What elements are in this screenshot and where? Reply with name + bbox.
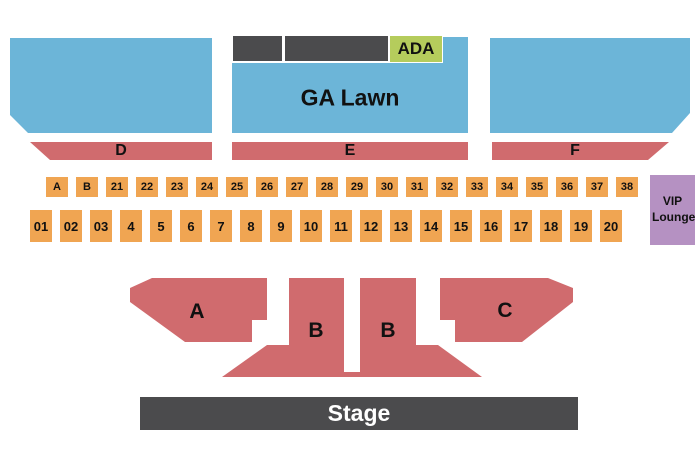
seat-box-28[interactable]: 28: [316, 177, 338, 197]
seat-box-B[interactable]: B: [76, 177, 98, 197]
seat-box-24[interactable]: 24: [196, 177, 218, 197]
seat-box-31[interactable]: 31: [406, 177, 428, 197]
seat-box-9[interactable]: 9: [270, 210, 292, 242]
seat-box-22[interactable]: 22: [136, 177, 158, 197]
seat-box-20[interactable]: 20: [600, 210, 622, 242]
seat-box-10[interactable]: 10: [300, 210, 322, 242]
seat-box-29[interactable]: 29: [346, 177, 368, 197]
seat-box-A[interactable]: A: [46, 177, 68, 197]
seat-box-14[interactable]: 14: [420, 210, 442, 242]
ada-section[interactable]: ADA: [390, 36, 442, 62]
structure-box-left: [233, 36, 282, 61]
seat-box-18[interactable]: 18: [540, 210, 562, 242]
seat-box-19[interactable]: 19: [570, 210, 592, 242]
seat-box-30[interactable]: 30: [376, 177, 398, 197]
seat-box-11[interactable]: 11: [330, 210, 352, 242]
seat-box-8[interactable]: 8: [240, 210, 262, 242]
seat-box-36[interactable]: 36: [556, 177, 578, 197]
row-bar-e[interactable]: [232, 142, 468, 160]
seat-box-7[interactable]: 7: [210, 210, 232, 242]
seat-box-38[interactable]: 38: [616, 177, 638, 197]
vip-lounge-label: VIP Lounge: [652, 194, 696, 224]
section-b-left[interactable]: [222, 278, 352, 377]
seat-box-37[interactable]: 37: [586, 177, 608, 197]
seat-box-33[interactable]: 33: [466, 177, 488, 197]
seat-box-35[interactable]: 35: [526, 177, 548, 197]
seat-box-26[interactable]: 26: [256, 177, 278, 197]
stage-label: Stage: [327, 400, 391, 426]
seat-box-15[interactable]: 15: [450, 210, 472, 242]
seat-box-16[interactable]: 16: [480, 210, 502, 242]
row-bar-f[interactable]: [492, 142, 669, 160]
seat-box-4[interactable]: 4: [120, 210, 142, 242]
lawn-section-left[interactable]: [10, 38, 212, 133]
vip-lounge-section[interactable]: VIP Lounge: [650, 175, 695, 245]
seat-box-03[interactable]: 03: [90, 210, 112, 242]
row-bar-d[interactable]: [30, 142, 212, 160]
seat-box-01[interactable]: 01: [30, 210, 52, 242]
structure-box-right: [285, 36, 388, 61]
ada-label: ADA: [397, 39, 435, 58]
section-b-right[interactable]: [352, 278, 482, 377]
stage: Stage: [140, 397, 578, 430]
seat-box-5[interactable]: 5: [150, 210, 172, 242]
section-a[interactable]: [130, 278, 267, 342]
seat-box-12[interactable]: 12: [360, 210, 382, 242]
seat-box-6[interactable]: 6: [180, 210, 202, 242]
seat-box-32[interactable]: 32: [436, 177, 458, 197]
ga-lawn-section[interactable]: [232, 37, 468, 133]
section-c[interactable]: [440, 278, 573, 342]
seat-box-21[interactable]: 21: [106, 177, 128, 197]
lawn-section-right[interactable]: [490, 38, 690, 133]
seat-box-25[interactable]: 25: [226, 177, 248, 197]
seat-box-13[interactable]: 13: [390, 210, 412, 242]
seat-box-17[interactable]: 17: [510, 210, 532, 242]
seat-box-23[interactable]: 23: [166, 177, 188, 197]
seat-box-34[interactable]: 34: [496, 177, 518, 197]
seat-box-02[interactable]: 02: [60, 210, 82, 242]
seat-box-27[interactable]: 27: [286, 177, 308, 197]
